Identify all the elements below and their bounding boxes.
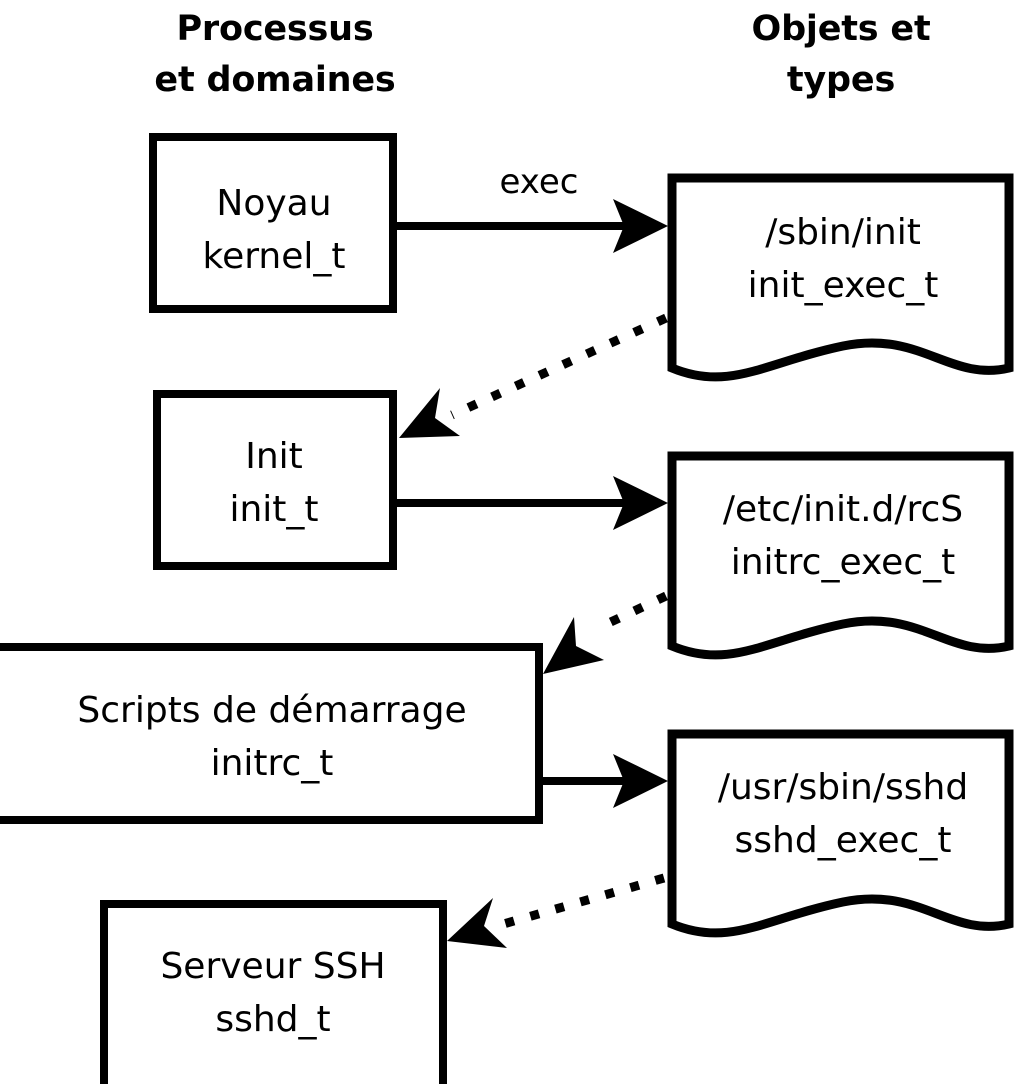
object-node-initrc-exec-doc[interactable]	[667, 451, 1014, 660]
object-node-initrc-exec-path: /etc/init.d/rcS	[723, 489, 963, 530]
edge-label-exec: exec	[499, 162, 578, 202]
edge-sshd-exec-transition-sshd	[447, 873, 666, 948]
column-header-objects: Objets et types	[752, 9, 931, 100]
process-node-init-box[interactable]	[153, 390, 397, 570]
object-node-sshd-exec-path: /usr/sbin/sshd	[718, 767, 968, 808]
edge-initrc-exec-transition-initrc-line	[596, 591, 668, 633]
process-node-kernel-name: Noyau	[216, 183, 331, 224]
object-node-sshd-exec-type: sshd_exec_t	[735, 820, 952, 861]
process-node-init[interactable]: Init init_t	[153, 390, 397, 570]
process-node-kernel-box[interactable]	[149, 133, 397, 313]
edge-init-exec-transition-init-line	[450, 313, 668, 420]
column-header-objects-line1: Objets et	[752, 9, 931, 49]
object-node-init-exec[interactable]: /sbin/init init_exec_t	[667, 173, 1014, 382]
arrowhead-icon	[447, 898, 507, 948]
process-node-init-name: Init	[245, 436, 303, 477]
edge-init-exec-initrc-exec	[397, 476, 668, 530]
process-node-initrc[interactable]: Scripts de démarrage initrc_t	[0, 643, 543, 824]
column-header-processes-line2: et domaines	[154, 60, 395, 100]
process-node-init-type: init_t	[229, 489, 318, 530]
arrowhead-icon	[613, 476, 668, 530]
edge-initrc-exec-sshd-exec	[543, 754, 668, 808]
column-header-processes: Processus et domaines	[154, 9, 395, 100]
process-node-initrc-name: Scripts de démarrage	[77, 690, 466, 731]
process-node-sshd[interactable]: Serveur SSH sshd_t	[100, 900, 447, 1084]
edge-kernel-exec-init-exec: exec	[397, 162, 668, 253]
object-node-initrc-exec[interactable]: /etc/init.d/rcS initrc_exec_t	[667, 451, 1014, 660]
object-node-init-exec-path: /sbin/init	[765, 212, 921, 253]
process-node-initrc-type: initrc_t	[211, 743, 334, 784]
process-node-sshd-box[interactable]	[100, 900, 447, 1084]
process-node-sshd-type: sshd_t	[215, 999, 330, 1040]
process-node-kernel-type: kernel_t	[203, 236, 346, 277]
object-node-sshd-exec-doc[interactable]	[667, 729, 1014, 938]
arrowhead-icon	[399, 388, 460, 438]
edge-init-exec-transition-init	[399, 313, 668, 438]
object-node-init-exec-type: init_exec_t	[748, 265, 939, 306]
process-node-sshd-name: Serveur SSH	[160, 946, 385, 987]
arrowhead-icon	[543, 617, 604, 674]
object-node-sshd-exec[interactable]: /usr/sbin/sshd sshd_exec_t	[667, 729, 1014, 938]
arrowhead-icon	[613, 754, 668, 808]
process-node-initrc-box[interactable]	[0, 643, 543, 824]
arrowhead-icon	[613, 199, 668, 253]
column-header-objects-line2: types	[787, 60, 895, 100]
object-node-initrc-exec-type: initrc_exec_t	[731, 542, 956, 583]
edge-sshd-exec-transition-sshd-line	[498, 873, 666, 930]
edge-initrc-exec-transition-initrc	[543, 591, 668, 674]
column-header-processes-line1: Processus	[176, 9, 373, 49]
process-node-kernel[interactable]: Noyau kernel_t	[149, 133, 397, 313]
object-node-init-exec-doc[interactable]	[667, 173, 1014, 382]
